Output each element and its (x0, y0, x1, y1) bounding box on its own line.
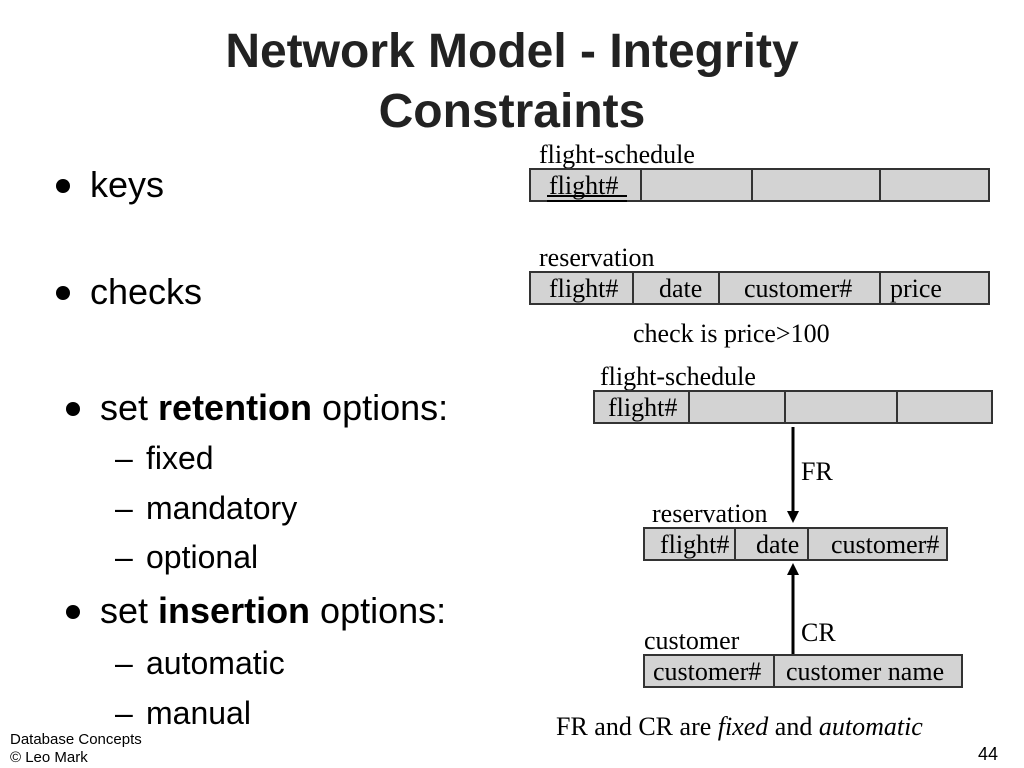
bullet-retention: set retention options: (100, 387, 449, 428)
key-underline-icon (547, 195, 627, 202)
insertion-item-manual-dash: – (115, 695, 133, 731)
field-flight-number: flight# (549, 274, 619, 303)
field-flight-number-key: flight# (547, 172, 627, 202)
field-customer-number: customer# (831, 530, 940, 559)
field-cell (690, 392, 786, 422)
bullet-dot (56, 179, 70, 193)
field-cell (645, 529, 736, 559)
slide-title-line2: Constraints (378, 85, 646, 138)
field-cell (595, 392, 690, 422)
field-price: price (890, 274, 942, 303)
field-cell (645, 656, 775, 686)
field-cell (898, 392, 993, 422)
slide-title-line1: Network Model - Integrity (225, 25, 799, 78)
field-cell (753, 170, 881, 200)
field-customer-number: customer# (653, 657, 762, 686)
insertion-item-automatic-dash: – (115, 645, 133, 681)
record-name-reservation-member: reservation (652, 499, 768, 528)
insertion-item-manual: manual (146, 695, 251, 731)
set-label-cr: CR (801, 618, 836, 647)
record-customer: customer# customer name (643, 654, 963, 688)
field-date: date (659, 274, 703, 303)
bullet-dot (66, 402, 80, 416)
field-cell (634, 273, 720, 303)
diagram-caption: FR and CR are fixed and automatic (556, 712, 923, 741)
field-customer-number: customer# (744, 274, 853, 303)
footer-author: © Leo Mark (10, 749, 88, 766)
field-date: date (756, 530, 800, 559)
record-flight-schedule-keys: flight# (529, 168, 990, 202)
field-flight-number: flight# (660, 530, 730, 559)
retention-item-mandatory-dash: – (115, 490, 133, 526)
retention-item-fixed-label: fixed (146, 440, 214, 476)
record-name-reservation: reservation (539, 243, 655, 272)
bullet-checks: checks (90, 271, 203, 312)
footer-course: Database Concepts (10, 731, 142, 748)
field-customer-name: customer name (786, 657, 945, 686)
field-cell (786, 392, 898, 422)
retention-item-mandatory: mandatory (146, 490, 298, 526)
retention-item-optional-dash: – (115, 539, 133, 575)
field-cell (642, 170, 753, 200)
record-name-flight-schedule-owner: flight-schedule (600, 362, 756, 391)
bullet-keys: keys (90, 164, 165, 205)
record-name-customer: customer (644, 626, 740, 655)
set-label-fr: FR (801, 457, 833, 486)
retention-item-optional: optional (146, 539, 259, 575)
bullet-insertion: set insertion options: (100, 590, 447, 631)
page-number: 44 (978, 744, 999, 764)
bullet-dot (56, 286, 70, 300)
record-reservation-check: flight# date customer# price (529, 271, 990, 305)
field-cell (531, 273, 634, 303)
record-name-flight-schedule: flight-schedule (539, 140, 695, 169)
retention-item-fixed: – (115, 440, 133, 476)
set-arrow-cr (787, 563, 799, 657)
set-arrow-fr (787, 427, 799, 523)
insertion-item-automatic: automatic (146, 645, 285, 681)
record-flight-schedule-owner: flight# (593, 390, 993, 424)
field-cell (531, 170, 642, 200)
field-cell (881, 170, 990, 200)
bullet-dot (66, 605, 80, 619)
field-cell (720, 273, 881, 303)
check-constraint: check is price>100 (633, 319, 830, 348)
record-reservation-member: flight# date customer# (643, 527, 948, 561)
field-flight-number: flight# (608, 393, 678, 422)
field-cell (736, 529, 809, 559)
